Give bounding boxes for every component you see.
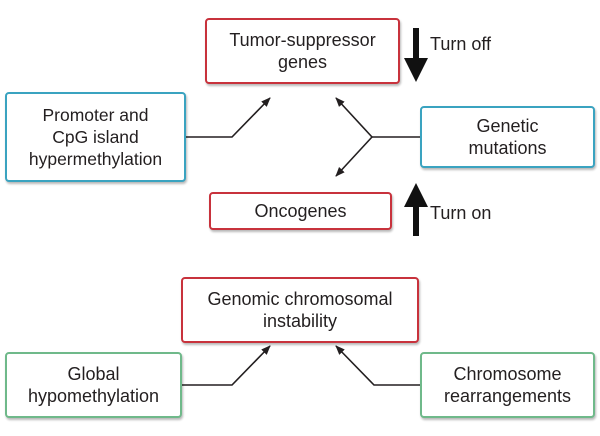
promoter-hypermethylation-box: Promoter and CpG island hypermethylation bbox=[5, 92, 186, 182]
connector-mutations-to-tumor-suppressor bbox=[335, 97, 373, 138]
down-arrow-icon bbox=[404, 28, 428, 82]
oncogenes-box: Oncogenes bbox=[209, 192, 392, 230]
global-hypomethylation-box: Global hypomethylation bbox=[5, 352, 182, 418]
genetic-mutations-box: Genetic mutations bbox=[420, 106, 595, 168]
connector-promoter-to-tumor-suppressor bbox=[186, 97, 271, 138]
turn-off-label: Turn off bbox=[430, 34, 492, 54]
tumor-suppressor-genes-box: Tumor-suppressor genes bbox=[205, 18, 400, 84]
connector-hypomethylation-to-instability bbox=[182, 345, 271, 386]
turn-on-label: Turn on bbox=[430, 203, 492, 223]
up-arrow-icon bbox=[404, 183, 428, 236]
chromosome-rearrangements-box: Chromosome rearrangements bbox=[420, 352, 595, 418]
connector-mutations-to-oncogenes bbox=[335, 136, 373, 177]
connector-rearrangements-to-instability bbox=[335, 345, 420, 386]
genomic-chromosomal-instability-box: Genomic chromosomal instability bbox=[181, 277, 419, 343]
